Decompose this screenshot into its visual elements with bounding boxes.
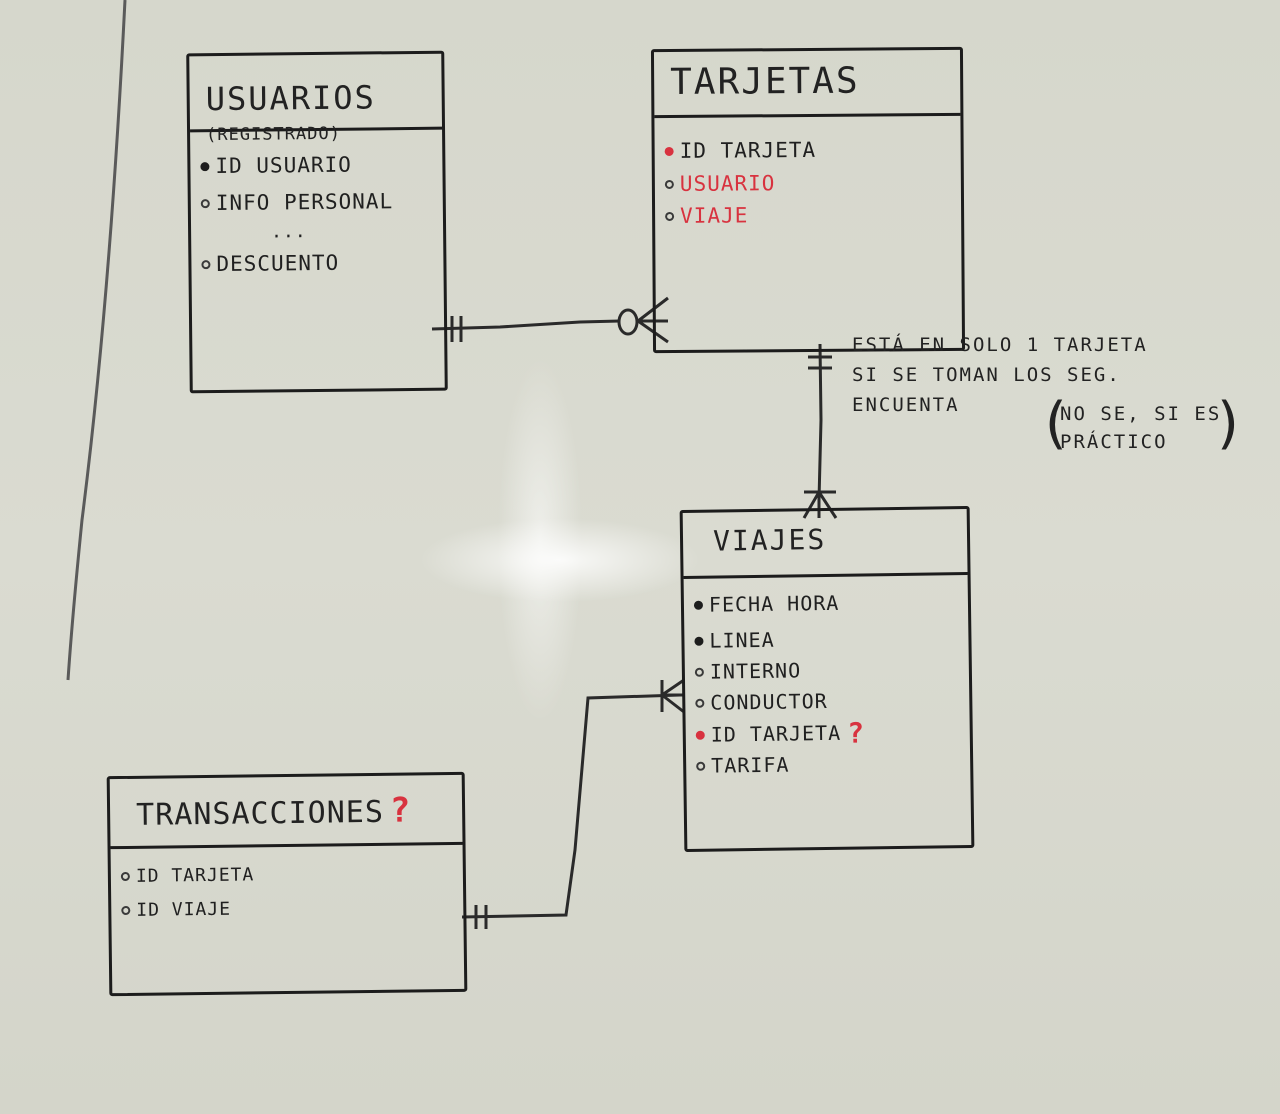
attribute-dot <box>121 905 131 915</box>
attr-label: FECHA HORA <box>708 590 840 617</box>
primary-key-dot <box>664 146 674 156</box>
attribute-dot <box>696 761 706 771</box>
primary-key-dot <box>200 161 210 171</box>
relationship-note: ESTÁ EN SOLO 1 TARJETA SI SE TOMAN LOS S… <box>852 330 1246 453</box>
attr-id-tarjeta: ID TARJETA <box>120 855 457 893</box>
primary-key-dot <box>694 636 704 646</box>
transacciones-title: TRANSACCIONES <box>135 794 385 833</box>
attribute-dot <box>695 698 705 708</box>
attr-label: CONDUCTOR <box>710 688 828 715</box>
relation-viajes-transacciones <box>461 678 685 929</box>
open-paren: ( <box>1038 391 1074 456</box>
attr-viaje: VIAJE <box>665 198 955 232</box>
entity-tarjetas: TARJETAS ID TARJETA USUARIO VIAJE <box>650 46 966 354</box>
attr-label: ID TARJETA <box>135 863 255 887</box>
attr-label: ... <box>270 221 307 243</box>
attr-label: LINEA <box>709 627 775 653</box>
attr-conductor: CONDUCTOR <box>695 683 963 719</box>
entity-tarjetas-title: TARJETAS <box>653 49 961 119</box>
entity-usuarios-title: USUARIOS (REGISTRADO) <box>189 53 443 145</box>
attr-id-viaje: ID VIAJE <box>121 889 457 927</box>
attr-usuario: USUARIO <box>664 166 955 200</box>
close-paren: ) <box>1212 391 1248 456</box>
attr-label: ID TARJETA <box>679 137 817 163</box>
attr-label: ID TARJETA <box>710 720 842 747</box>
primary-key-dot <box>693 600 704 610</box>
attr-label: INFO PERSONAL <box>215 189 394 216</box>
relation-usuarios-tarjetas <box>431 296 669 344</box>
attr-id-tarjeta: ID TARJETA <box>664 132 955 168</box>
viajes-title: VIAJES <box>712 522 827 558</box>
transacciones-attributes: ID TARJETA ID VIAJE <box>120 855 458 927</box>
entity-transacciones: TRANSACCIONES? ID TARJETA ID VIAJE <box>106 771 468 997</box>
attr-info-personal: INFO PERSONAL <box>200 184 437 220</box>
attr-label: INTERNO <box>709 658 802 684</box>
attribute-dot <box>694 667 704 677</box>
margin-line <box>66 0 127 681</box>
viajes-attributes: FECHA HORA LINEA INTERNO CONDUCTOR ID TA… <box>693 581 965 781</box>
attribute-dot <box>201 259 211 269</box>
entity-viajes: VIAJES FECHA HORA LINEA INTERNO CONDUCTO… <box>679 505 975 853</box>
note-line: ESTÁ EN SOLO 1 TARJETA <box>852 334 1148 356</box>
note-aside-line: PRÁCTICO <box>1060 431 1168 453</box>
attr-interno: INTERNO <box>694 653 963 687</box>
entity-transacciones-title: TRANSACCIONES? <box>109 774 463 850</box>
attribute-dot <box>665 211 675 221</box>
attr-label: USUARIO <box>679 171 776 196</box>
attr-label: ID USUARIO <box>215 152 352 179</box>
question-mark: ? <box>846 715 866 750</box>
attr-ellipsis: ... <box>201 218 437 246</box>
usuarios-attributes: ID USUARIO INFO PERSONAL ... DESCUENTO <box>200 144 437 282</box>
attr-tarifa: TARIFA <box>696 747 964 781</box>
attribute-dot <box>664 179 674 189</box>
attr-id-usuario: ID USUARIO <box>200 144 436 186</box>
note-aside-line: NO SE, SI ES <box>1060 403 1222 425</box>
tarjetas-title: TARJETAS <box>670 60 860 103</box>
entity-viajes-title: VIAJES <box>682 509 968 579</box>
attr-linea: LINEA <box>694 621 962 657</box>
attr-label: VIAJE <box>680 203 749 228</box>
attr-fecha-hora: FECHA HORA <box>693 581 963 625</box>
attr-label: DESCUENTO <box>216 250 340 277</box>
note-line: ENCUENTA <box>852 394 960 416</box>
attr-id-tarjeta: ID TARJETA ? <box>695 715 964 751</box>
attr-label: TARIFA <box>711 752 790 778</box>
note-line: SI SE TOMAN LOS SEG. <box>852 364 1121 386</box>
usuarios-title: USUARIOS <box>205 78 377 119</box>
question-mark: ? <box>389 790 412 831</box>
attr-descuento: DESCUENTO <box>201 244 437 282</box>
note-aside: NO SE, SI ES PRÁCTICO <box>1060 400 1221 456</box>
attribute-dot <box>120 871 130 881</box>
tarjetas-attributes: ID TARJETA USUARIO VIAJE <box>664 132 956 232</box>
relation-tarjetas-viajes <box>802 343 838 519</box>
entity-usuarios: USUARIOS (REGISTRADO) ID USUARIO INFO PE… <box>186 50 448 394</box>
foreign-key-dot <box>695 730 705 740</box>
attr-label: ID VIAJE <box>136 898 232 921</box>
attribute-dot <box>200 198 210 208</box>
